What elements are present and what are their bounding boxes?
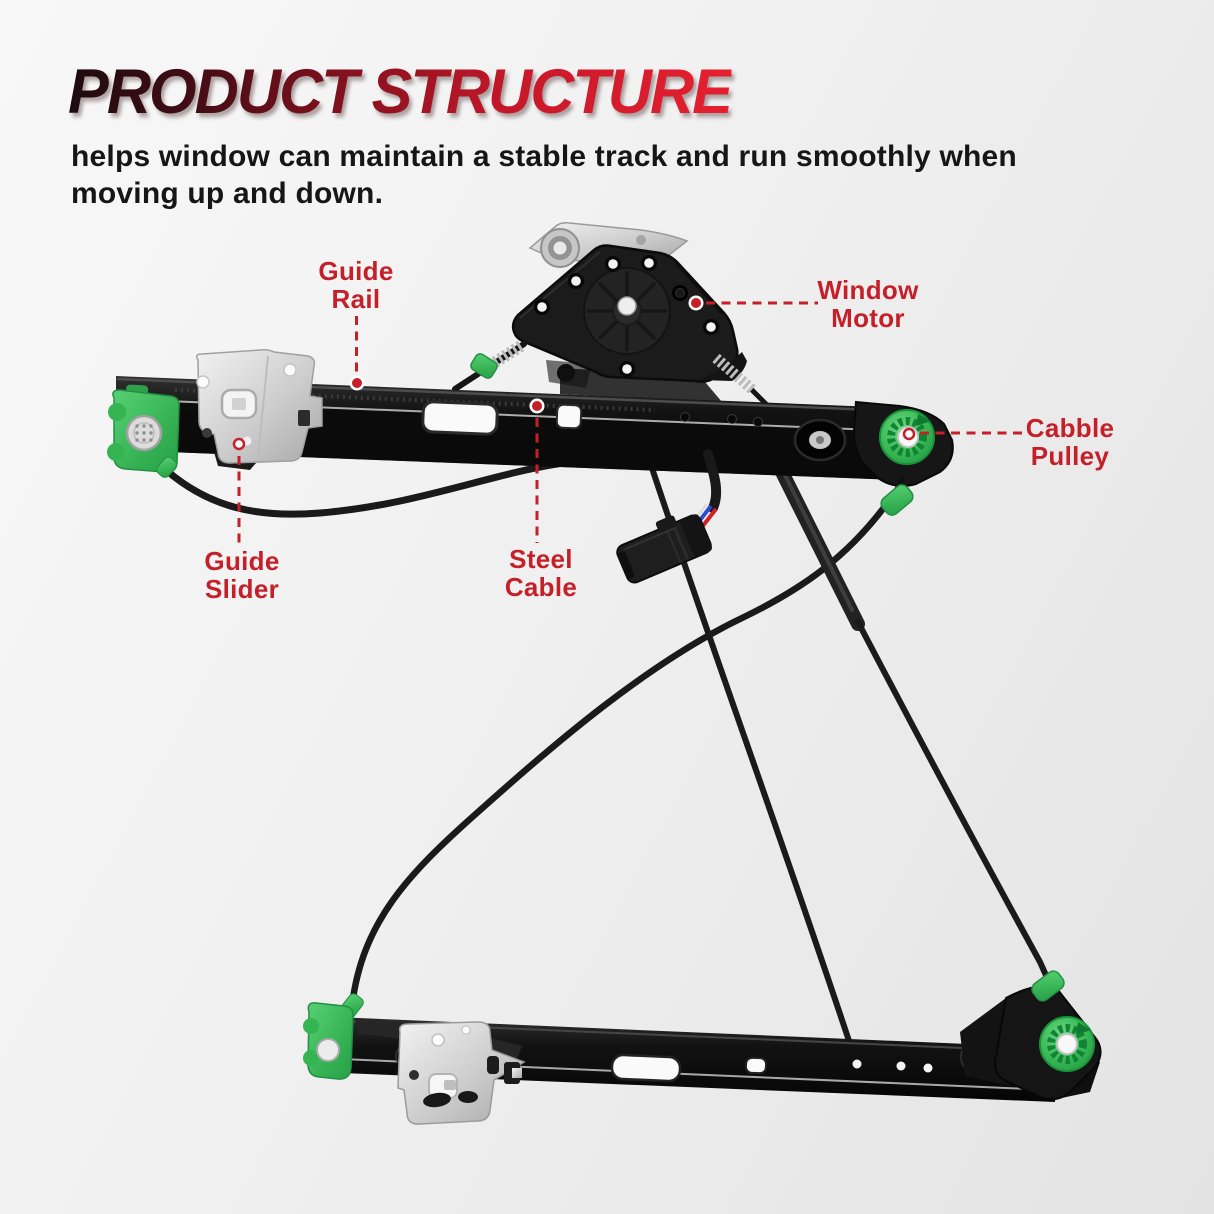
rail-pivot-boss [793, 418, 847, 462]
callout-guide-rail-line1: Guide [318, 256, 394, 286]
wiring-harness [616, 449, 722, 584]
callout-steel-cable-line2: Cable [504, 572, 578, 602]
callout-guide-slider-line1: Guide [204, 546, 280, 576]
steel-cable-callout-dot [529, 398, 545, 414]
cabble-pulley-callout-ring [902, 427, 916, 441]
electrical-connector [616, 514, 712, 584]
subtitle-line-2: moving up and down. [71, 177, 384, 210]
guide-slider-bracket [195, 349, 323, 470]
guide-slider-callout-ring [232, 437, 246, 451]
motor-cover [583, 267, 671, 355]
rail-cutout-small [555, 403, 583, 430]
cable-sleeve-top-right [880, 484, 914, 516]
rail-end-cap-bottom-left [303, 993, 364, 1080]
motor-screw-holes [534, 255, 719, 377]
steel-cable-to-bottom-pulley [855, 619, 1061, 1005]
guide-rail-callout-dot [349, 375, 365, 391]
red-wire [700, 507, 718, 529]
window-motor-assembly [452, 222, 777, 415]
callout-guide-rail-line2: Rail [331, 284, 381, 314]
end-cap-mesh-plug [125, 414, 163, 452]
cable-pulley-top [852, 400, 954, 516]
cable-guide-channel [765, 445, 865, 631]
cable-under-rail [162, 454, 654, 518]
callout-label-cabble-pulley: Cabble Pulley [1026, 414, 1114, 470]
callout-label-steel-cable: Steel Cable [505, 545, 577, 601]
callout-guide-slider-line2: Slider [204, 574, 280, 604]
callout-window-motor-line2: Motor [831, 303, 905, 333]
cable-pulley-bottom [960, 970, 1102, 1101]
steel-cable-curve [348, 494, 895, 1010]
page-title: PRODUCT STRUCTURE [68, 57, 733, 127]
callout-window-motor-line1: Window [817, 275, 919, 305]
callout-steel-cable-line1: Steel [509, 544, 573, 574]
window-motor-callout-dot [688, 295, 704, 311]
page-subtitle: helps window can maintain a stable track… [71, 138, 1017, 212]
rail-end-cap-left [107, 384, 180, 478]
steel-cables [162, 445, 1061, 1053]
slider-bracket-bottom [397, 1021, 526, 1125]
cable-tension-spring-left [452, 340, 527, 392]
cable-sleeve-bottom-right [1031, 970, 1065, 1002]
subtitle-line-1: helps window can maintain a stable track… [71, 140, 1017, 173]
callout-annotations [232, 295, 1023, 544]
callout-label-guide-slider: Guide Slider [204, 547, 279, 603]
rail-cutout-large [421, 400, 499, 436]
callout-cabble-pulley-line1: Cabble [1025, 413, 1115, 443]
callout-label-guide-rail: Guide Rail [318, 257, 393, 313]
callout-label-window-motor: Window Motor [817, 276, 918, 332]
callout-cabble-pulley-line2: Pulley [1030, 441, 1110, 471]
